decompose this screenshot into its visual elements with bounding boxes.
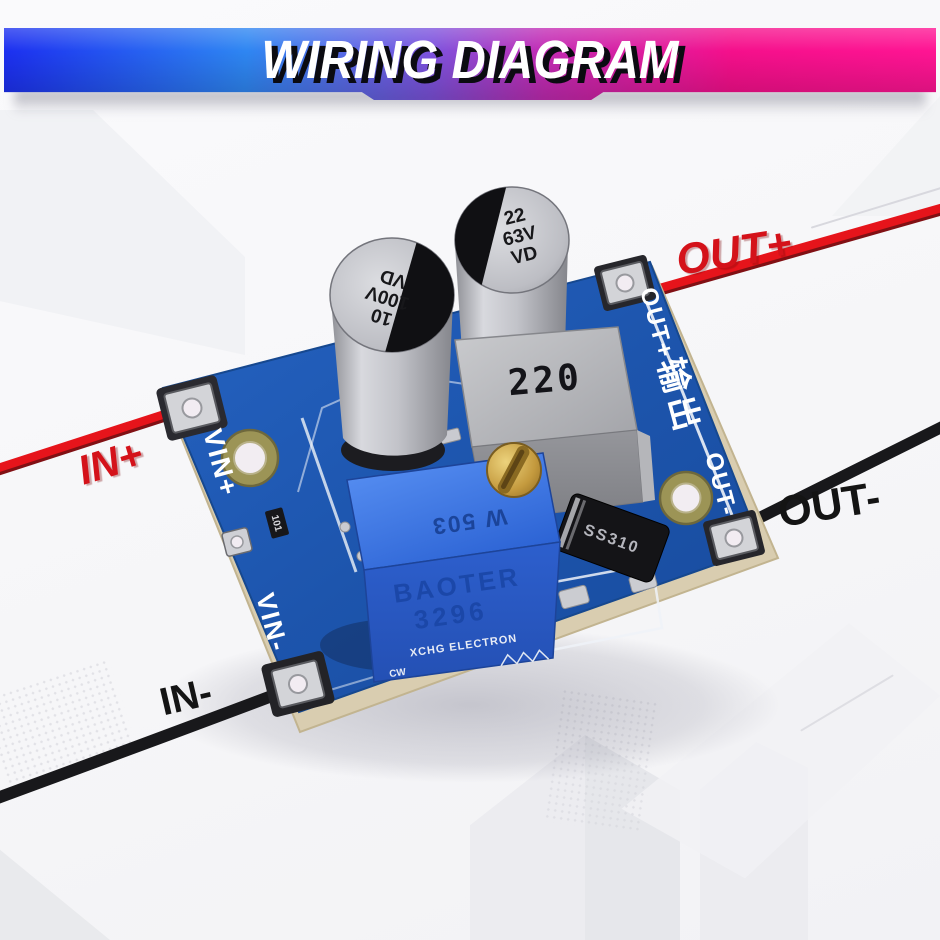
pad-small-left — [221, 527, 253, 557]
capacitor-right: 22 63V VD — [454, 186, 570, 372]
mounting-hole-left — [220, 428, 280, 488]
pad-out-plus — [594, 255, 656, 311]
capacitor-left: 10 100V VD — [329, 237, 455, 456]
smd-resistor-101: 101 — [265, 507, 289, 539]
pad-vin-plus — [156, 375, 228, 441]
smd-marking-text: 101 — [269, 514, 284, 533]
page-title: WIRING DIAGRAM — [261, 30, 679, 90]
pad-out-minus — [703, 510, 765, 566]
pad-vin-minus — [261, 651, 335, 717]
diode: SS310 — [554, 493, 670, 610]
wire-out-plus — [626, 203, 940, 304]
trimpot-resistor-symbol — [500, 649, 550, 667]
capacitor-right-value: 22 — [502, 204, 528, 229]
inductor-marking: 220 — [506, 357, 583, 404]
trimpot: W 503 BAOTER 3296 XCHG ELECTRON CW — [346, 442, 561, 683]
title-banner: WIRING DIAGRAM — [4, 28, 936, 100]
wire-out-minus — [739, 421, 940, 531]
mounting-hole-right — [658, 470, 714, 526]
trimpot-cw-label: CW — [389, 667, 408, 680]
trimpot-screw — [486, 442, 542, 498]
wire-in-minus — [0, 682, 299, 804]
